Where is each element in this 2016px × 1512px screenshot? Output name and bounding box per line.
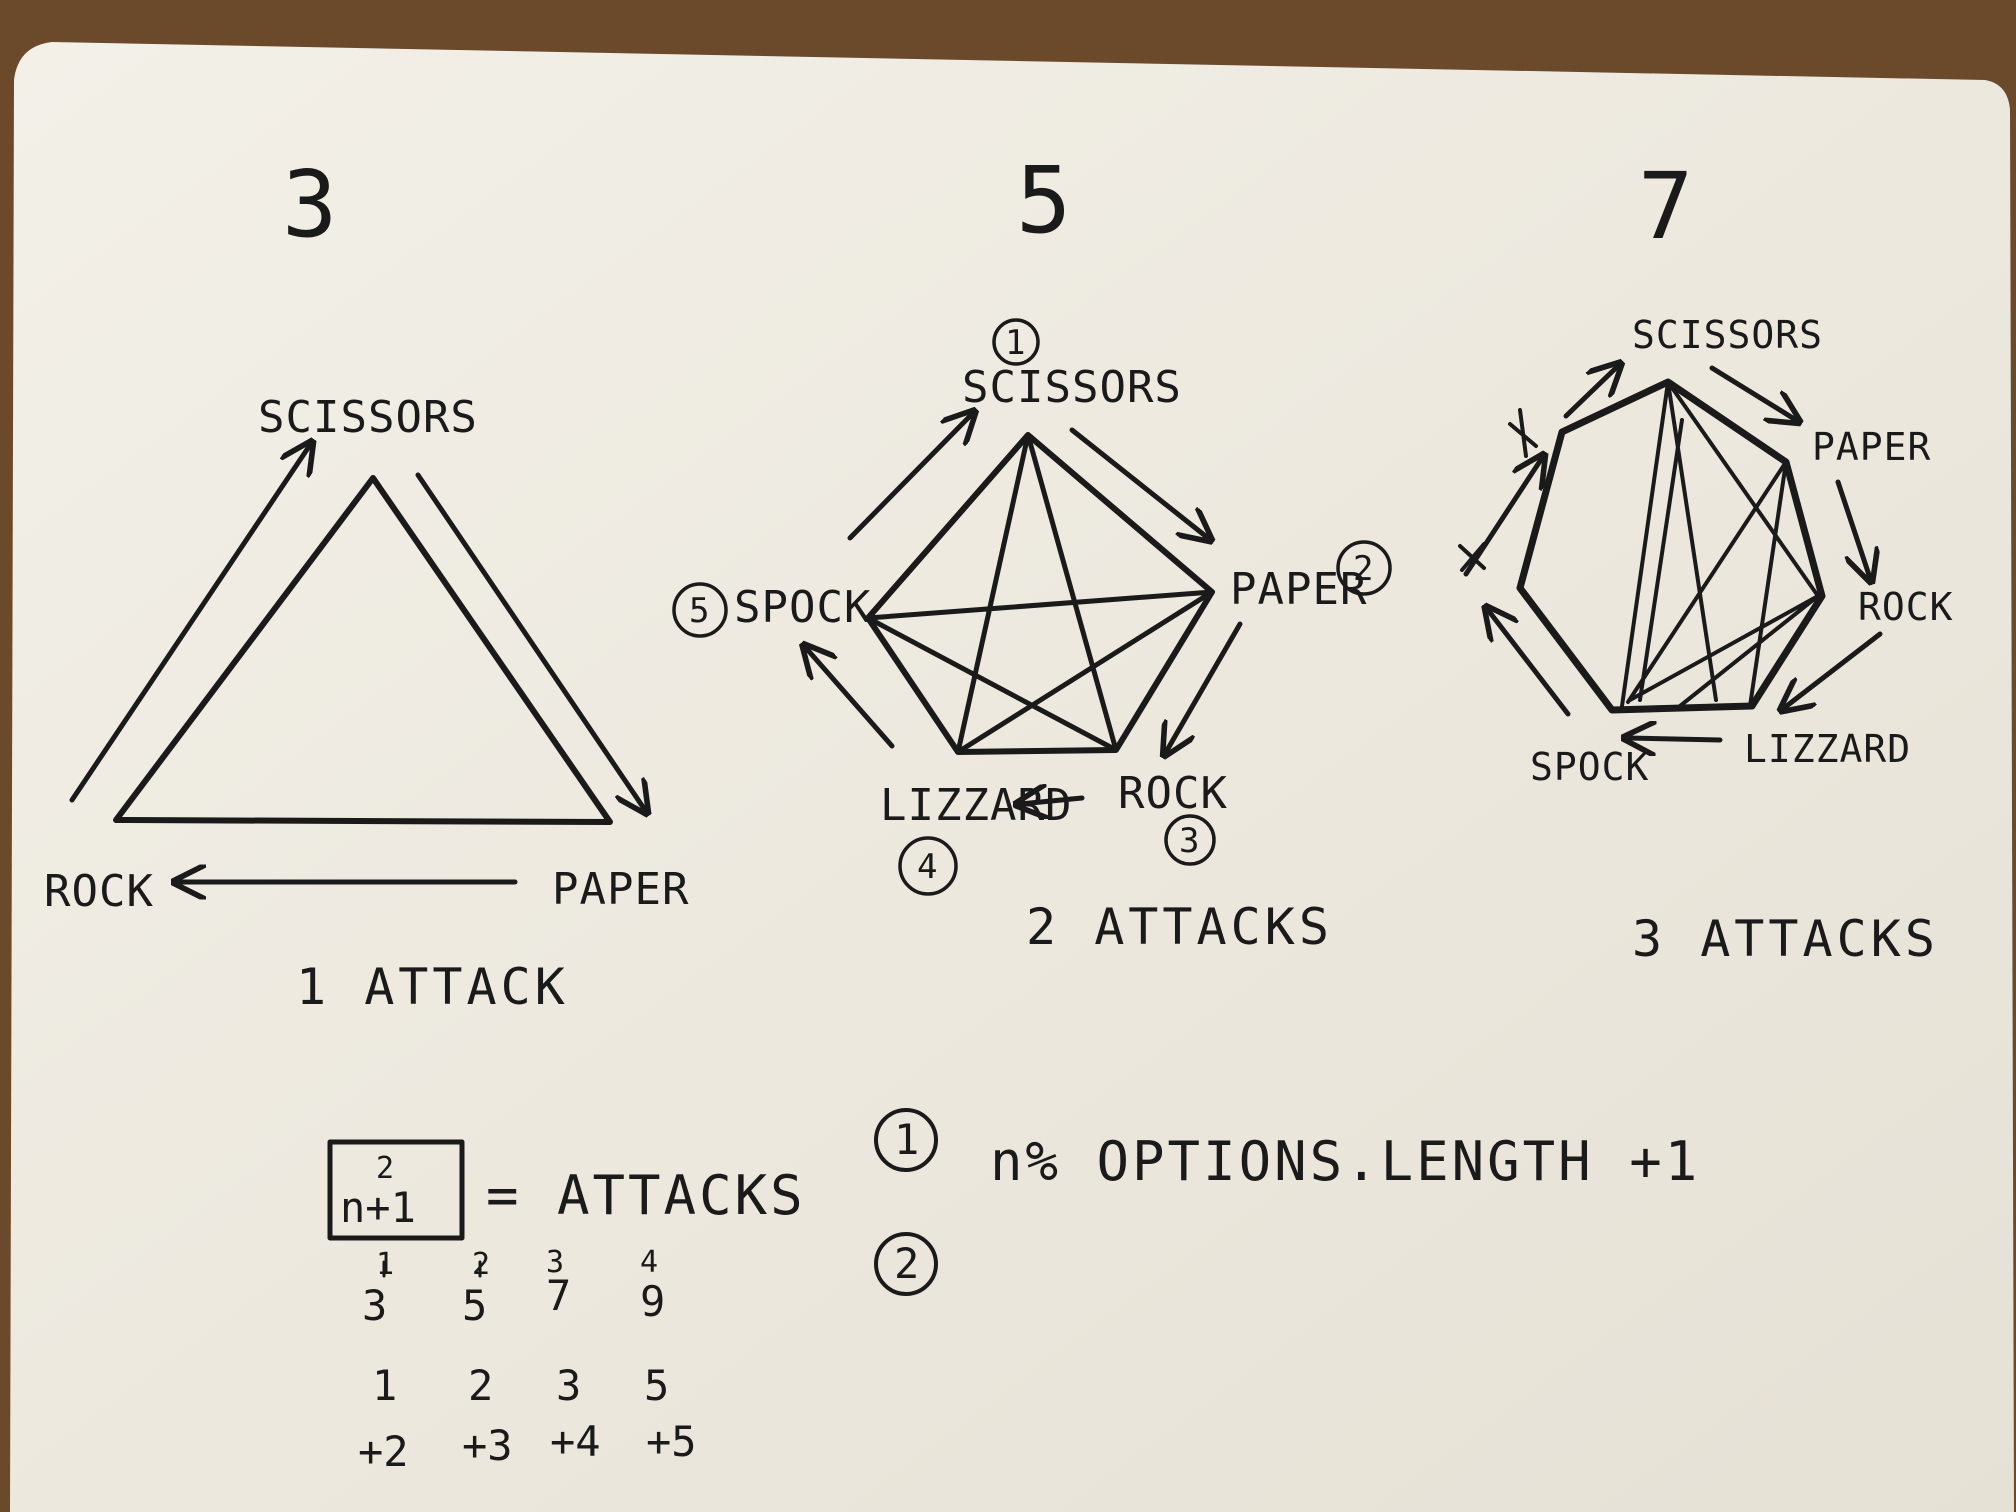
node-number-circle-3 [1164, 814, 1216, 866]
arrow-scissors-to-paper-7 [1709, 365, 1796, 420]
diagram2-label-top: SCISSORS [962, 362, 1182, 413]
diagram1-label-top: SCISSORS [258, 392, 478, 443]
diagram3-label-bottom-right: LIZZARD [1744, 727, 1911, 771]
arrow-rock-to-lizard [1020, 798, 1085, 804]
options-4: 9 [640, 1277, 665, 1326]
diagram3-caption: 3 ATTACKS [1632, 910, 1939, 968]
options-2: 5 [462, 1281, 487, 1330]
attacks-1: 1 [372, 1361, 397, 1410]
heptagon-shape [1516, 378, 1826, 714]
note-circle-1 [874, 1108, 938, 1172]
triangle-shape [113, 475, 613, 825]
attacks-3: 3 [556, 1361, 581, 1410]
index-2: 2 [472, 1247, 490, 1282]
node-number-circle-1 [992, 318, 1040, 366]
diagram-3-options [69, 445, 645, 882]
increment-2: +3 [462, 1421, 513, 1470]
node-number-4: 4 [917, 847, 937, 887]
arrow-spock-to-scissors [847, 414, 972, 541]
diagram1-count: 3 [282, 151, 337, 258]
diagram3-label-right-upper: PAPER [1812, 425, 1931, 469]
increment-3: +4 [550, 1417, 601, 1466]
arrow-scissors-to-paper-5 [1069, 427, 1208, 538]
note-number-2: 2 [894, 1239, 919, 1288]
diagram3-count: 7 [1638, 153, 1693, 260]
node-number-5: 5 [689, 591, 709, 631]
diagram2-label-left: SPOCK [734, 582, 871, 633]
increment-1: +2 [358, 1427, 409, 1476]
arrow-left-upper [1463, 458, 1542, 577]
diagram3-label-right: ROCK [1858, 585, 1954, 629]
arrow-scissors-to-paper [415, 472, 645, 810]
diagram3-label-bottom-left: SPOCK [1530, 745, 1649, 789]
arrow-lizard-to-spock [806, 648, 895, 749]
node-number-circle-4 [898, 836, 958, 896]
diagram3-label-top: SCISSORS [1632, 313, 1823, 357]
column-ticks [382, 1260, 482, 1278]
index-1: 1 [376, 1247, 394, 1282]
diagram1-label-left: ROCK [44, 866, 154, 917]
note-number-1: 1 [894, 1115, 919, 1164]
options-1: 3 [362, 1281, 387, 1330]
node-number-2: 2 [1353, 549, 1373, 589]
pentagon-shape [865, 432, 1215, 755]
diagram2-count: 5 [1016, 147, 1071, 254]
cross-mark-upper [1508, 408, 1538, 458]
star-shape [865, 432, 1215, 755]
attacks-2: 2 [468, 1361, 493, 1410]
formula-equals-text: = ATTACKS [486, 1164, 806, 1227]
node-number-circle-2 [1336, 540, 1392, 596]
index-4: 4 [640, 1245, 658, 1280]
diagram-7-options [1458, 365, 1883, 740]
formula-box-top: 2 [376, 1151, 394, 1186]
paper-sheet [10, 42, 2014, 1512]
arrow-rock-to-scissors [69, 445, 310, 803]
diagram2-caption: 2 ATTACKS [1026, 898, 1333, 956]
arrow-paper-to-rock-5 [1166, 621, 1243, 752]
formula-box [327, 1139, 465, 1241]
arrow-spock-up [1488, 610, 1571, 717]
diagram2-label-bottom-right: ROCK [1118, 768, 1228, 819]
options-3: 7 [546, 1271, 571, 1320]
arrow-lizard-to-spock-7 [1628, 738, 1723, 740]
diagram2-label-right: PAPER [1230, 564, 1367, 615]
diagram-5-options [806, 414, 1243, 804]
arrow-paper-to-rock-7 [1835, 479, 1870, 578]
diagram2-label-bottom-left: LIZZARD [880, 780, 1072, 831]
heptagon-inner-lines [1620, 380, 1820, 708]
note-text-1: n% OPTIONS.LENGTH +1 [990, 1130, 1700, 1193]
attacks-4: 5 [644, 1361, 669, 1410]
diagram1-label-right: PAPER [552, 864, 689, 915]
index-3: 3 [546, 1245, 564, 1280]
increment-4: +5 [646, 1417, 697, 1466]
node-number-3: 3 [1179, 821, 1199, 861]
cross-mark-lower [1458, 542, 1486, 572]
note-circle-2 [874, 1232, 938, 1296]
diagram1-caption: 1 ATTACK [296, 958, 569, 1016]
arrow-rock-to-lizard-7 [1784, 631, 1883, 708]
formula-box-main: n+1 [340, 1183, 416, 1232]
node-number-1: 1 [1005, 323, 1025, 363]
node-number-circle-5 [672, 582, 728, 638]
arrow-heptagon-to-scissors [1563, 366, 1618, 419]
